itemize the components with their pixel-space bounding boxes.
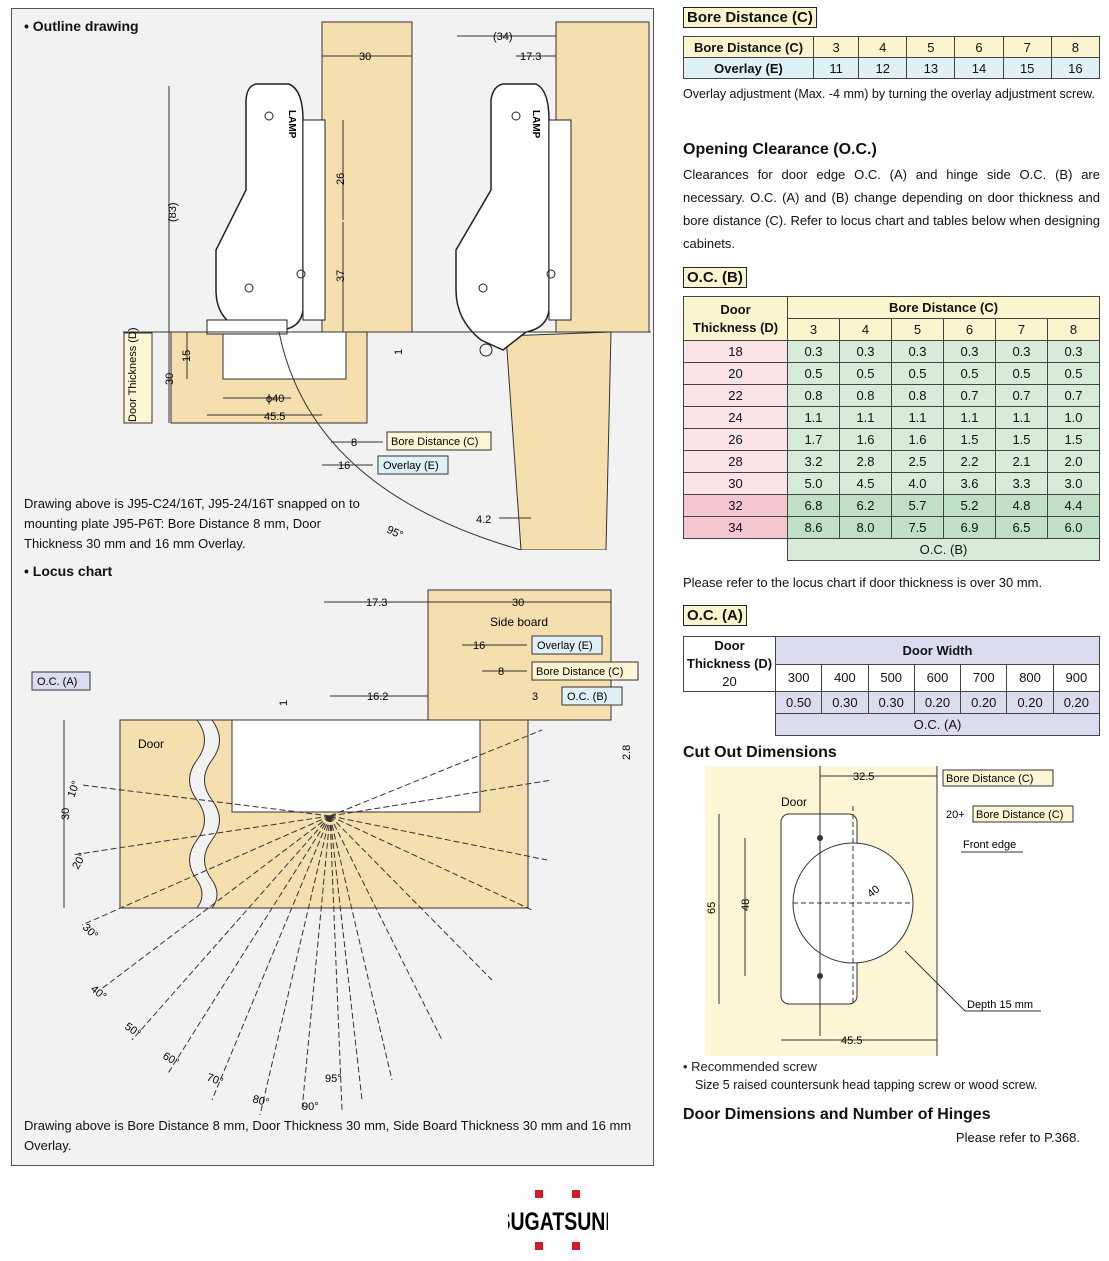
- screw-text: Size 5 raised countersunk head tapping s…: [695, 1078, 1038, 1092]
- svg-text:(83): (83): [167, 202, 179, 222]
- outline-title: • Outline drawing: [24, 18, 139, 34]
- hinge-brand-text: LAMP: [286, 110, 297, 139]
- svg-text:15: 15: [181, 350, 193, 362]
- brand-logo: SUGATSUNE: [497, 1186, 618, 1256]
- svg-text:ϕ40: ϕ40: [266, 393, 284, 405]
- locus-title: • Locus chart: [24, 563, 113, 579]
- opening-text: Clearances for door edge O.C. (A) and hi…: [683, 167, 1100, 251]
- hinge-brand-text-2: LAMP: [530, 110, 541, 139]
- svg-text:30: 30: [164, 373, 176, 385]
- outline-note: Drawing above is J95-C24/16T, J95-24/16T…: [24, 496, 360, 551]
- hinge-open-shape: [455, 83, 550, 351]
- svg-text:80°: 80°: [251, 1093, 270, 1109]
- svg-text:(34): (34): [493, 31, 513, 43]
- svg-text:10°: 10°: [66, 779, 83, 799]
- ocb-title: O.C. (B): [683, 267, 747, 288]
- svg-text:Bore Distance (C): Bore Distance (C): [391, 436, 478, 448]
- bore-row-label: Bore Distance (C): [683, 36, 814, 58]
- cutout-title: Cut Out Dimensions: [683, 744, 837, 761]
- svg-text:16: 16: [338, 460, 350, 472]
- svg-text:8: 8: [498, 666, 504, 678]
- svg-text:8: 8: [351, 437, 357, 449]
- locus-note: Drawing above is Bore Distance 8 mm, Doo…: [24, 1118, 632, 1153]
- svg-text:45.5: 45.5: [841, 1035, 862, 1047]
- svg-text:Depth 15 mm: Depth 15 mm: [967, 999, 1033, 1011]
- svg-text:Bore Distance (C): Bore Distance (C): [946, 773, 1033, 785]
- svg-text:Side board: Side board: [490, 615, 548, 629]
- svg-text:Overlay (E): Overlay (E): [537, 640, 593, 652]
- locus-chart: 17.3 30 Side board Overlay (E) 16 Bore D…: [31, 589, 639, 1115]
- locus-lines: [71, 729, 553, 1115]
- svg-text:Overlay (E): Overlay (E): [383, 460, 439, 472]
- door-dims-text: Please refer to P.368.: [955, 1130, 1080, 1145]
- svg-text:50°: 50°: [122, 1021, 143, 1040]
- svg-text:37: 37: [335, 270, 347, 282]
- overlay-row-label: Overlay (E): [683, 57, 814, 79]
- logo-text: SUGATSUNE: [508, 1208, 608, 1236]
- svg-text:20+: 20+: [946, 809, 965, 821]
- cutout-diagram: 32.5 Bore Distance (C) 20+ Bore Distance…: [705, 766, 1074, 1056]
- ocb-note: Please refer to the locus chart if door …: [683, 575, 1043, 590]
- svg-text:30: 30: [512, 597, 524, 609]
- svg-text:16.2: 16.2: [367, 691, 388, 703]
- svg-text:Door: Door: [138, 737, 164, 751]
- bore-distance-title: Bore Distance (C): [683, 7, 817, 28]
- svg-text:26: 26: [335, 173, 347, 185]
- svg-text:95°: 95°: [325, 1073, 342, 1085]
- svg-text:Door: Door: [781, 795, 807, 809]
- svg-text:65: 65: [706, 902, 718, 914]
- svg-text:4.2: 4.2: [476, 514, 491, 526]
- bore-note: Overlay adjustment (Max. -4 mm) by turni…: [683, 87, 1095, 101]
- svg-text:45.5: 45.5: [264, 411, 285, 423]
- oca-title: O.C. (A): [683, 605, 747, 626]
- screw-title: • Recommended screw: [683, 1059, 817, 1074]
- door-dims-title: Door Dimensions and Number of Hinges: [683, 1106, 991, 1123]
- svg-text:1: 1: [393, 349, 405, 355]
- svg-text:16: 16: [473, 640, 485, 652]
- svg-text:Bore Distance (C): Bore Distance (C): [976, 809, 1063, 821]
- svg-text:95°: 95°: [385, 524, 405, 542]
- svg-text:Bore Distance (C): Bore Distance (C): [536, 666, 623, 678]
- svg-text:60°: 60°: [161, 1050, 181, 1069]
- opening-title: Opening Clearance (O.C.): [683, 141, 877, 158]
- svg-text:48: 48: [740, 899, 752, 911]
- svg-text:30°: 30°: [80, 922, 100, 942]
- svg-text:3: 3: [532, 691, 538, 703]
- svg-text:90°: 90°: [302, 1101, 319, 1113]
- svg-text:30: 30: [60, 808, 72, 820]
- svg-text:20°: 20°: [70, 851, 89, 871]
- svg-text:70°: 70°: [205, 1072, 225, 1089]
- svg-text:O.C. (A): O.C. (A): [37, 676, 77, 688]
- svg-text:1: 1: [278, 700, 290, 706]
- svg-text:Front edge: Front edge: [963, 839, 1016, 851]
- svg-text:32.5: 32.5: [853, 771, 874, 783]
- svg-text:17.3: 17.3: [520, 51, 541, 63]
- svg-text:17.3: 17.3: [366, 597, 387, 609]
- svg-text:2.8: 2.8: [621, 745, 633, 760]
- svg-text:Door Thickness (D): Door Thickness (D): [127, 327, 139, 422]
- svg-text:O.C. (B): O.C. (B): [567, 691, 607, 703]
- svg-text:30: 30: [359, 51, 371, 63]
- outline-drawing: LAMP LAMP 30 (34) 17.3 (83) 26 37 1 15 3…: [123, 21, 651, 550]
